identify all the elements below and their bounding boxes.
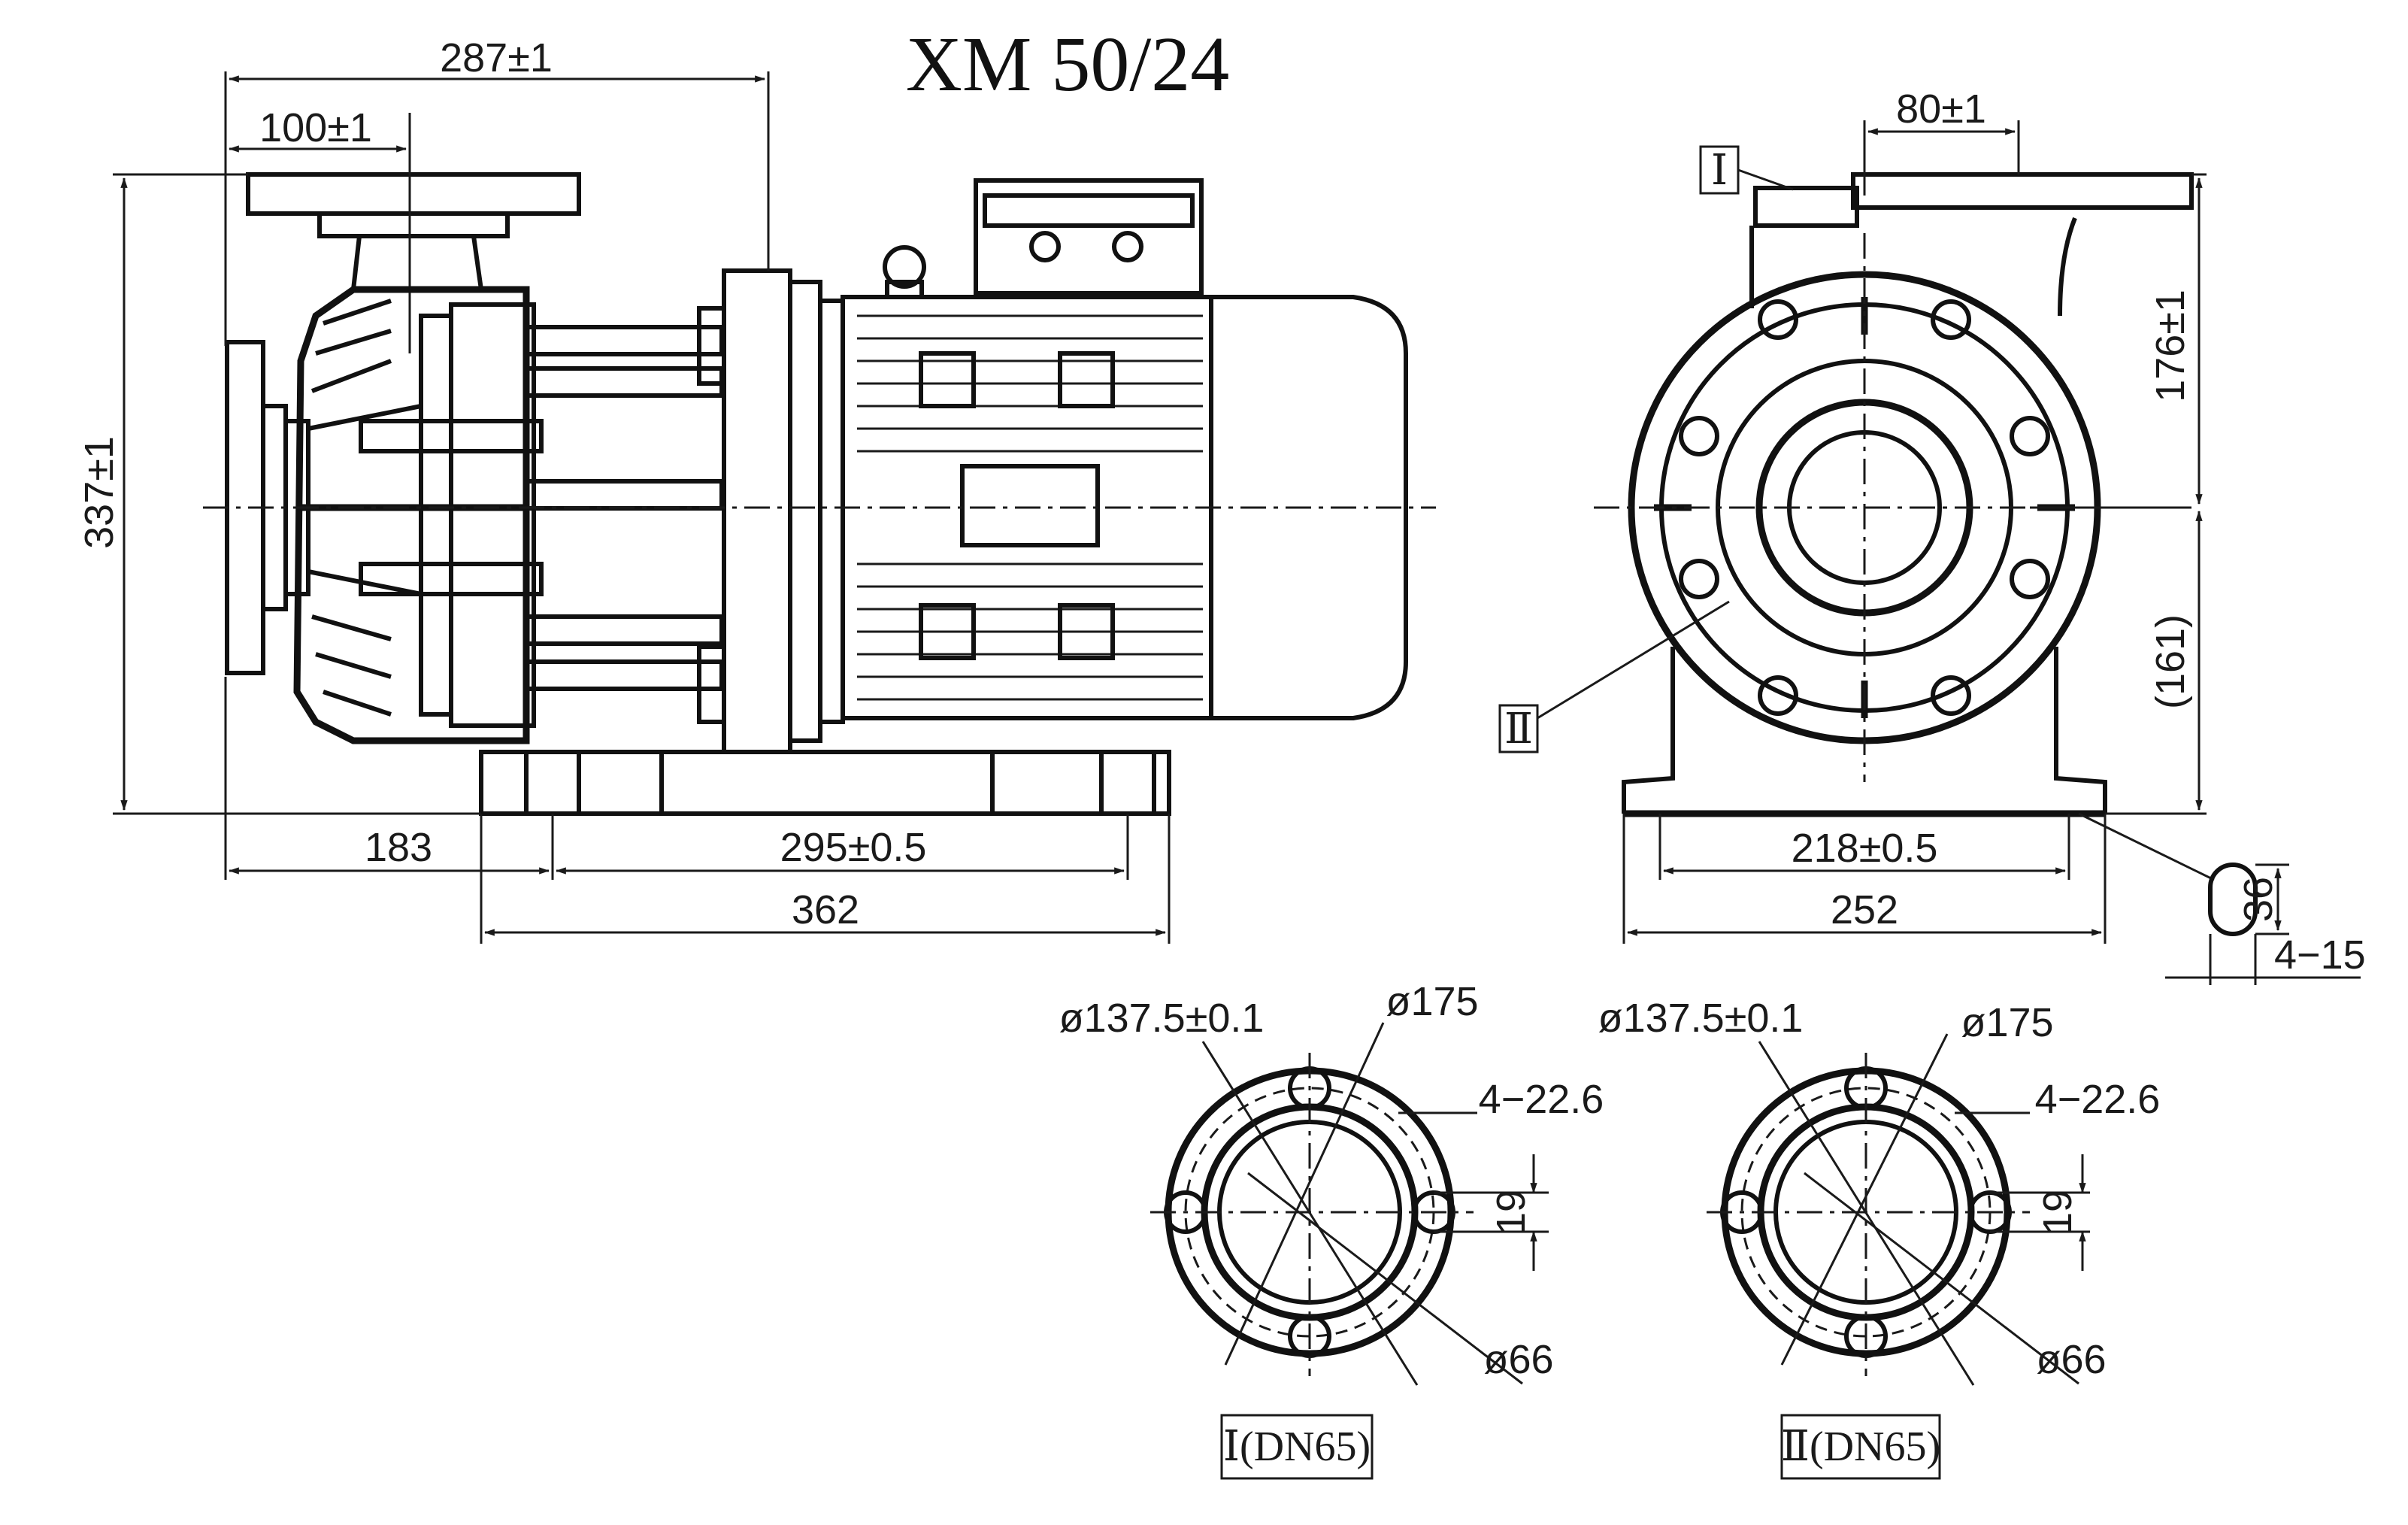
- front-view-dimensions: 80±1 176±1 (161) 218±0.5 252 36 4−15: [1622, 86, 2366, 985]
- dim-overall-length: 287±1: [440, 35, 553, 80]
- flange-I-bolt-circle: ø137.5±0.1: [1059, 996, 1265, 1041]
- front-view-callouts: Ⅰ Ⅱ: [1498, 145, 1794, 753]
- dim-base-hole-pitch: 295±0.5: [780, 825, 927, 870]
- dim-base-offset: 183: [365, 825, 432, 870]
- callout-I: Ⅰ: [1711, 147, 1728, 194]
- flange-II-outer-diameter: ø175: [1961, 1000, 2053, 1045]
- dim-shaft-height: (161): [2148, 614, 2193, 709]
- flange-II-bolt-circle: ø137.5±0.1: [1598, 996, 1804, 1041]
- drawing-title: XM 50/24: [906, 21, 1229, 108]
- flange-I-outer-diameter: ø175: [1386, 979, 1478, 1024]
- flange-I-label: Ⅰ(DN65): [1223, 1423, 1371, 1470]
- callout-II: Ⅱ: [1504, 706, 1533, 753]
- flange-II-holes: 4−22.6: [2035, 1077, 2161, 1122]
- dim-outlet-offset: 80±1: [1896, 86, 1986, 132]
- flange-detail-II: ø137.5±0.1 ø175 4−22.6 19 ø66 Ⅱ(DN65): [1598, 996, 2161, 1480]
- dim-flange-offset: 100±1: [259, 105, 372, 150]
- flange-I-bore: ø66: [1483, 1337, 1553, 1382]
- flange-I-holes: 4−22.6: [1479, 1077, 1604, 1122]
- side-view: [203, 113, 1436, 816]
- dim-slot-spec: 4−15: [2274, 932, 2366, 978]
- flange-II-label: Ⅱ(DN65): [1781, 1423, 1940, 1470]
- dim-slot-length: 36: [2236, 877, 2281, 922]
- dim-height: 337±1: [77, 436, 122, 549]
- flange-II-hole-offset: 19: [2035, 1190, 2080, 1235]
- flange-I-hole-offset: 19: [1489, 1190, 1534, 1235]
- dim-foot-width: 252: [1831, 887, 1898, 932]
- dim-base-length: 362: [792, 887, 859, 932]
- side-view-dimensions: 287±1 100±1 337±1 183 295±0.5 362: [77, 35, 1171, 944]
- dim-outlet-height: 176±1: [2148, 290, 2193, 402]
- flange-II-bore: ø66: [2036, 1337, 2106, 1382]
- dim-foot-hole-pitch: 218±0.5: [1792, 826, 1938, 871]
- front-view: [1594, 172, 2194, 817]
- flange-detail-I: ø137.5±0.1 ø175 4−22.6 19 ø66 Ⅰ(DN65): [1059, 979, 1604, 1480]
